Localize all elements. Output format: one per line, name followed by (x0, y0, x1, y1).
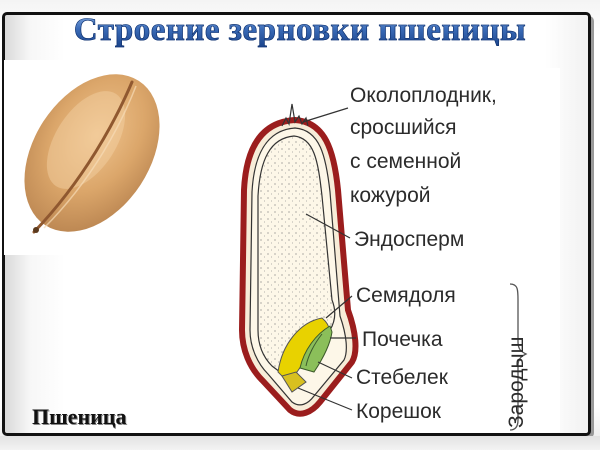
label-embryo-group: Зародыш (505, 336, 528, 428)
label-stem: Стебелек (356, 366, 448, 389)
embryo-bud (299, 325, 333, 373)
photo-caption: Пшеница (32, 404, 127, 429)
wheat-grain-photo-icon (24, 74, 160, 234)
embryo-root (281, 371, 307, 393)
endosperm-region (257, 135, 336, 373)
label-cotyledon: Семядоля (356, 284, 456, 307)
wheat-grain-photo-panel (4, 60, 210, 255)
label-pericarp-line2: сросшийся (350, 116, 457, 139)
label-endosperm: Эндосперм (354, 228, 465, 251)
label-pericarp-line3: с семенной (350, 150, 462, 173)
label-pericarp-line1: Околоплодник, (350, 84, 497, 107)
embryo-brace (509, 283, 528, 431)
label-bud: Почечка (362, 328, 443, 351)
grain-tuft (281, 103, 309, 127)
label-pericarp-line4: кожурой (350, 184, 431, 207)
slide-title: Строение зерновки пшеницы (0, 12, 600, 49)
bottom-strip (0, 436, 600, 450)
label-root: Корешок (356, 400, 441, 423)
